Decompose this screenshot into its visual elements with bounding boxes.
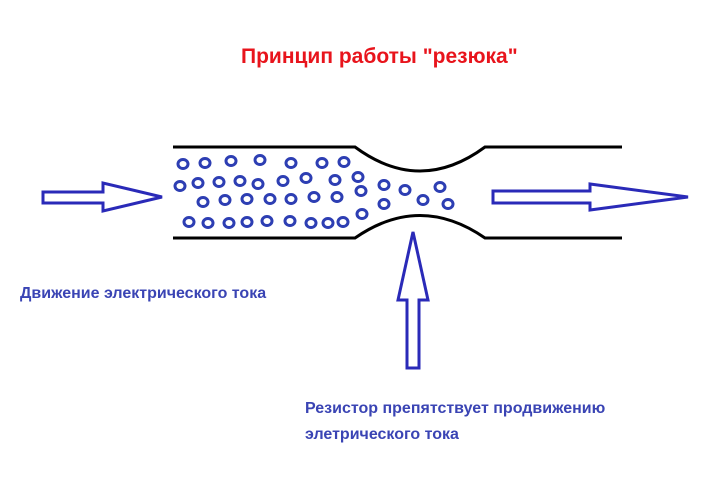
resistor-caption-line1: Резистор препятствует продвижению bbox=[305, 400, 606, 417]
charge-carrier bbox=[263, 193, 277, 205]
resistor-caption: Резистор препятствует продвижению элетри… bbox=[305, 396, 605, 448]
charge-carrier bbox=[253, 154, 267, 166]
charge-carrier bbox=[212, 176, 226, 188]
charge-carrier bbox=[201, 217, 215, 229]
charge-carrier bbox=[433, 181, 447, 193]
charge-carrier bbox=[176, 158, 190, 170]
charge-carriers bbox=[173, 154, 455, 229]
charge-carrier bbox=[283, 215, 297, 227]
conductor bbox=[173, 145, 622, 240]
charge-carrier bbox=[398, 184, 412, 196]
charge-carrier bbox=[321, 217, 335, 229]
charge-carrier bbox=[284, 157, 298, 169]
output-arrow bbox=[491, 182, 689, 212]
charge-carrier bbox=[337, 156, 351, 168]
charge-carrier bbox=[240, 193, 254, 205]
current-flow-label: Движение электрического тока bbox=[20, 285, 267, 302]
charge-carrier bbox=[307, 191, 321, 203]
charge-carrier bbox=[260, 215, 274, 227]
charge-carrier bbox=[240, 216, 254, 228]
charge-carrier bbox=[354, 185, 368, 197]
conductor-top-wall bbox=[173, 145, 622, 173]
resistor-pointer-arrow bbox=[396, 231, 430, 370]
charge-carrier bbox=[355, 208, 369, 220]
charge-carrier bbox=[284, 193, 298, 205]
charge-carrier bbox=[315, 157, 329, 169]
input-arrow bbox=[41, 181, 163, 213]
charge-carrier bbox=[191, 177, 205, 189]
diagram-title: Принцип работы "резюка" bbox=[241, 45, 518, 68]
charge-carrier bbox=[299, 172, 313, 184]
charge-carrier bbox=[224, 155, 238, 167]
charge-carrier bbox=[304, 217, 318, 229]
charge-carrier bbox=[351, 171, 365, 183]
charge-carrier bbox=[173, 180, 187, 192]
charge-carrier bbox=[377, 198, 391, 210]
charge-carrier bbox=[416, 194, 430, 206]
charge-carrier bbox=[377, 179, 391, 191]
conductor-bottom-wall bbox=[173, 214, 622, 240]
resistor-caption-line2: элетрического тока bbox=[305, 426, 459, 443]
charge-carrier bbox=[233, 175, 247, 187]
charge-carrier bbox=[330, 191, 344, 203]
charge-carrier bbox=[198, 157, 212, 169]
charge-carrier bbox=[182, 216, 196, 228]
charge-carrier bbox=[328, 174, 342, 186]
charge-carrier bbox=[222, 217, 236, 229]
charge-carrier bbox=[218, 194, 232, 206]
charge-carrier bbox=[336, 216, 350, 228]
charge-carrier bbox=[276, 175, 290, 187]
charge-carrier bbox=[441, 198, 455, 210]
charge-carrier bbox=[196, 196, 210, 208]
charge-carrier bbox=[251, 178, 265, 190]
